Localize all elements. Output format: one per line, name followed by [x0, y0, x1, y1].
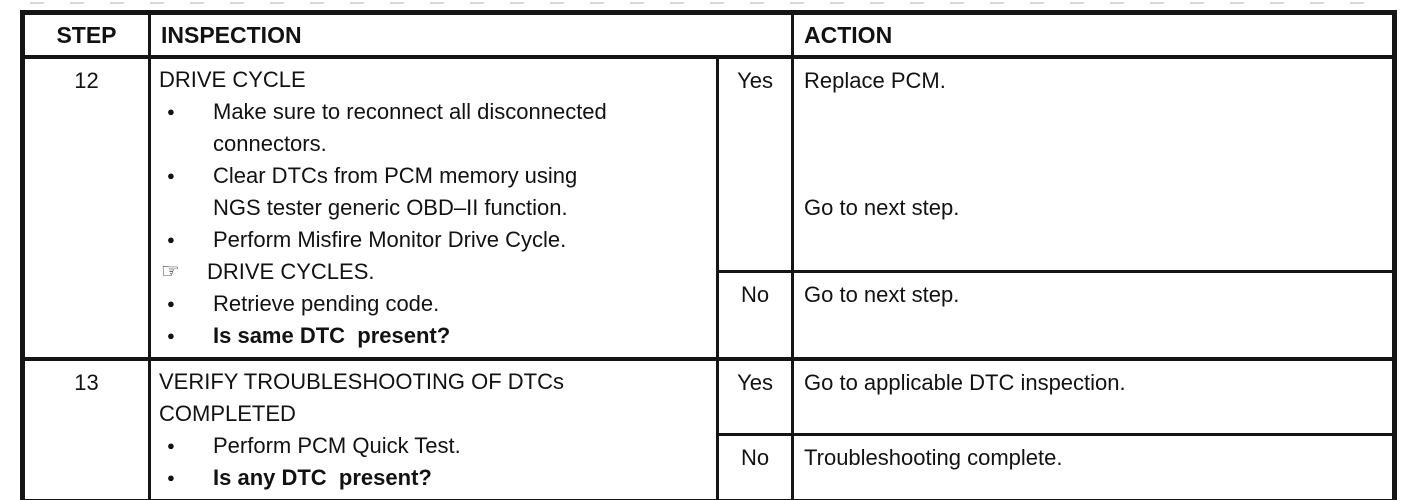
answer-cell-yes: Yes [715, 357, 795, 437]
inspection-cell: VERIFY TROUBLESHOOTING OF DTCs COMPLETED… [148, 357, 719, 500]
inspection-item: ● Make sure to reconnect all disconnecte… [159, 96, 710, 160]
inspection-title: COMPLETED [159, 401, 296, 426]
action-cell: Troubleshooting complete. [791, 433, 1397, 500]
inspection-title: DRIVE CYCLE [159, 67, 306, 92]
table-row-step-13-no: No Troubleshooting complete. [23, 433, 1397, 500]
bullet-icon: ● [167, 104, 175, 119]
inspection-item: ☞ DRIVE CYCLES. [159, 256, 710, 288]
bullet-icon: ● [167, 296, 175, 311]
step-header: STEP [21, 11, 151, 59]
inspection-item: ● Clear DTCs from PCM memory using NGS t… [159, 160, 710, 224]
inspection-cell: DRIVE CYCLE ● Make sure to reconnect all… [148, 55, 719, 361]
table-row-step-12-no: No Go to next step. [23, 270, 1397, 361]
action-line: Replace PCM. [804, 68, 946, 93]
table-row-step-13-yes: 13 VERIFY TROUBLESHOOTING OF DTCs COMPLE… [21, 357, 1397, 500]
bullet-icon: ● [167, 168, 175, 183]
action-line: Troubleshooting complete. [804, 445, 1063, 471]
inspection-item: ● Is same DTC present? [159, 320, 710, 352]
inspection-title: VERIFY TROUBLESHOOTING OF DTCs [159, 369, 565, 394]
inspection-question: Is same DTC present? [213, 323, 451, 348]
bullet-icon: ● [167, 328, 175, 343]
step-number-cell: 13 [21, 357, 151, 500]
inspection-item: ● Is any DTC present? [159, 462, 710, 494]
inspection-item: ● Perform PCM Quick Test. [159, 430, 710, 462]
action-cell: Go to applicable DTC inspection. [791, 357, 1397, 437]
table-header-row: STEP INSPECTION ACTION [21, 11, 1397, 59]
action-line: Go to applicable DTC inspection. [804, 370, 1126, 395]
inspection-header: INSPECTION [147, 11, 795, 59]
inspection-line: Perform Misfire Monitor Drive Cycle. [213, 227, 567, 252]
inspection-item: ● Retrieve pending code. [159, 288, 710, 320]
inspection-line: NGS tester generic OBD–II function. [213, 195, 568, 220]
inspection-line: Retrieve pending code. [213, 291, 440, 316]
scan-artifact-line [30, 2, 1378, 4]
table-row-step-12-yes: 12 DRIVE CYCLE ● Make sure to reconnect … [21, 55, 1397, 361]
inspection-question: Is any DTC present? [213, 465, 432, 490]
action-line: Go to next step. [804, 282, 960, 308]
pointing-hand-icon: ☞ [161, 260, 180, 283]
action-line: Go to next step. [804, 195, 960, 220]
inspection-line: Make sure to reconnect all disconnected [213, 99, 607, 124]
answer-cell-no: No [715, 433, 795, 500]
action-cell: Go to next step. [791, 270, 1397, 361]
inspection-line: Clear DTCs from PCM memory using [213, 163, 578, 188]
action-cell: Replace PCM. Go to next step. [791, 55, 1397, 274]
step-number-cell: 12 [21, 55, 151, 361]
inspection-line: DRIVE CYCLES. [207, 259, 375, 284]
bullet-icon: ● [167, 438, 175, 453]
troubleshooting-table: STEP INSPECTION ACTION 12 DRIVE CYCLE ● … [20, 10, 1398, 500]
bullet-icon: ● [167, 232, 175, 247]
action-header: ACTION [791, 11, 1397, 59]
bullet-icon: ● [167, 470, 175, 485]
answer-cell-yes: Yes [715, 55, 795, 274]
inspection-item: ● Perform Misfire Monitor Drive Cycle. [159, 224, 710, 256]
inspection-line: Perform PCM Quick Test. [213, 433, 461, 458]
answer-cell-no: No [715, 270, 795, 361]
inspection-line: connectors. [213, 131, 327, 156]
